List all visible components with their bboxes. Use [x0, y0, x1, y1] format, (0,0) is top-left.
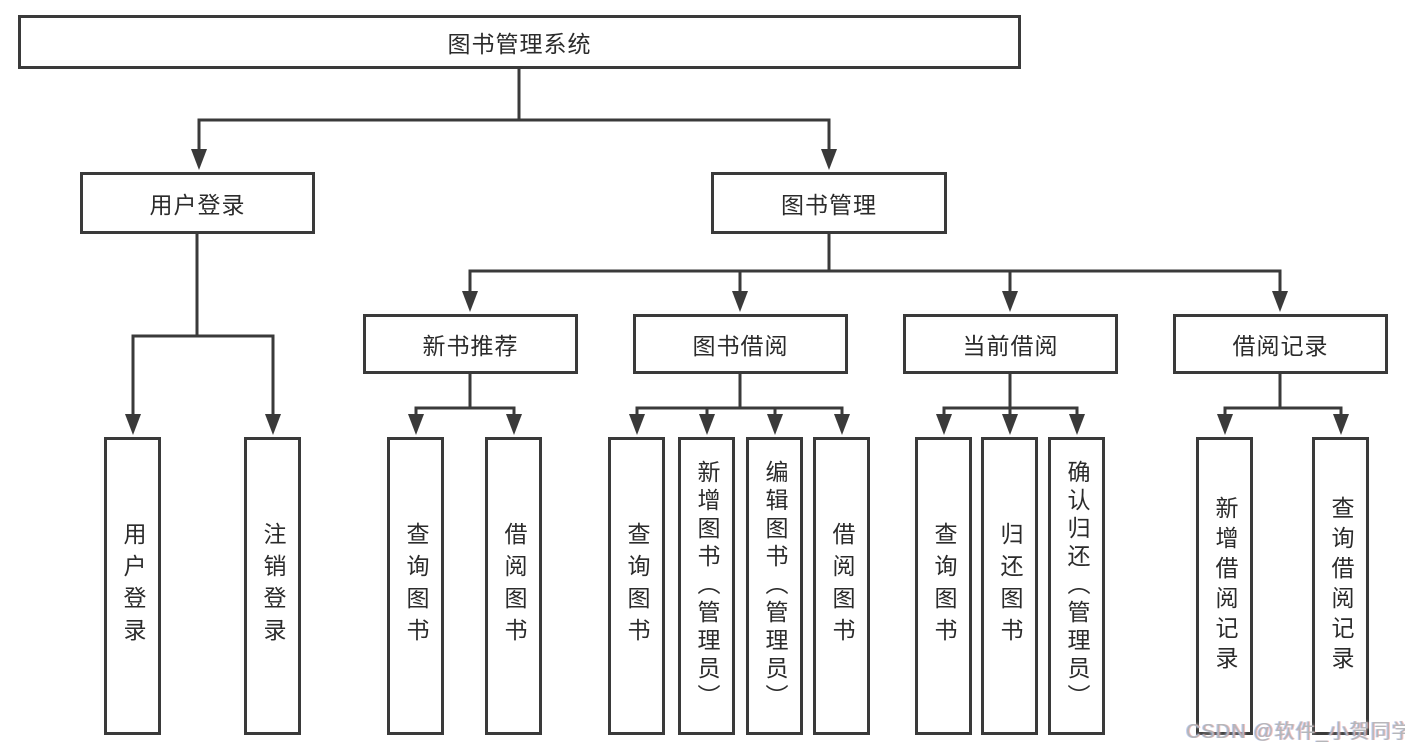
leaf-borrow-books: 借阅图书	[813, 437, 870, 735]
node-book-borrow: 图书借阅	[633, 314, 848, 374]
node-label: 当前借阅	[962, 333, 1059, 359]
leaf-return-book: 归还图书	[981, 437, 1038, 735]
leaf-add-borrow-record: 新增借阅记录	[1196, 437, 1253, 735]
node-label: 新增图书（管理员）	[694, 460, 720, 712]
node-label: 图书管理系统	[447, 31, 592, 57]
watermark: CSDN @软件_小贺同学	[1186, 721, 1405, 743]
arrowhead	[767, 414, 783, 435]
node-label: 查询图书	[403, 522, 429, 650]
node-label: 借阅图书	[829, 522, 855, 650]
node-label: 新增借阅记录	[1212, 496, 1238, 676]
node-book-management: 图书管理	[711, 172, 947, 234]
arrowhead	[834, 414, 850, 435]
arrowhead	[821, 149, 837, 170]
connector-login-rail	[131, 334, 275, 414]
leaf-query-books-current: 查询图书	[915, 437, 972, 735]
arrowhead	[699, 414, 715, 435]
arrowhead	[408, 414, 424, 435]
arrowhead	[1002, 414, 1018, 435]
node-label: 用户登录	[149, 192, 246, 218]
connector-borrow-rail	[635, 406, 844, 415]
connector-level2-rail	[197, 118, 831, 150]
node-label: 查询图书	[624, 522, 650, 650]
arrowhead	[506, 414, 522, 435]
node-label: 图书管理	[781, 192, 877, 218]
node-borrow-records: 借阅记录	[1173, 314, 1388, 374]
node-new-book-recommend: 新书推荐	[363, 314, 578, 374]
node-system-root: 图书管理系统	[18, 15, 1021, 69]
arrowhead	[1217, 414, 1233, 435]
connector-records-rail	[1223, 406, 1343, 415]
node-label: 注销登录	[260, 522, 286, 650]
leaf-query-borrow-record: 查询借阅记录	[1312, 437, 1369, 735]
arrowhead	[191, 149, 207, 170]
connector-recommend-rail	[414, 406, 516, 415]
leaf-logout: 注销登录	[244, 437, 301, 735]
node-label: 借阅记录	[1232, 333, 1329, 359]
arrowhead	[1272, 291, 1288, 312]
leaf-query-books-recommend: 查询图书	[387, 437, 444, 735]
node-label: 借阅图书	[501, 522, 527, 650]
arrowhead	[1002, 291, 1018, 312]
node-user-login: 用户登录	[80, 172, 315, 234]
leaf-add-book-admin: 新增图书（管理员）	[678, 437, 735, 735]
connector-mgmt-rail	[468, 269, 1282, 292]
leaf-user-login: 用户登录	[104, 437, 161, 735]
leaf-edit-book-admin: 编辑图书（管理员）	[746, 437, 803, 735]
node-label: 查询借阅记录	[1328, 496, 1354, 676]
leaf-confirm-return-admin: 确认归还（管理员）	[1048, 437, 1105, 735]
node-label: 用户登录	[120, 522, 146, 650]
node-label: 编辑图书（管理员）	[762, 460, 788, 712]
node-label: 新书推荐	[422, 333, 519, 359]
node-label: 查询图书	[931, 522, 957, 650]
leaf-query-books-borrow: 查询图书	[608, 437, 665, 735]
arrowhead	[265, 414, 281, 435]
node-label: 归还图书	[997, 522, 1023, 650]
node-current-borrow: 当前借阅	[903, 314, 1118, 374]
arrowhead	[125, 414, 141, 435]
node-label: 图书借阅	[692, 333, 789, 359]
node-label: 确认归还（管理员）	[1064, 460, 1090, 712]
arrowhead	[462, 291, 478, 312]
leaf-borrow-books-recommend: 借阅图书	[485, 437, 542, 735]
arrowhead	[1069, 414, 1085, 435]
arrowhead	[936, 414, 952, 435]
arrowhead	[1333, 414, 1349, 435]
arrowhead	[732, 291, 748, 312]
connector-current-rail	[942, 406, 1079, 415]
arrowhead	[629, 414, 645, 435]
